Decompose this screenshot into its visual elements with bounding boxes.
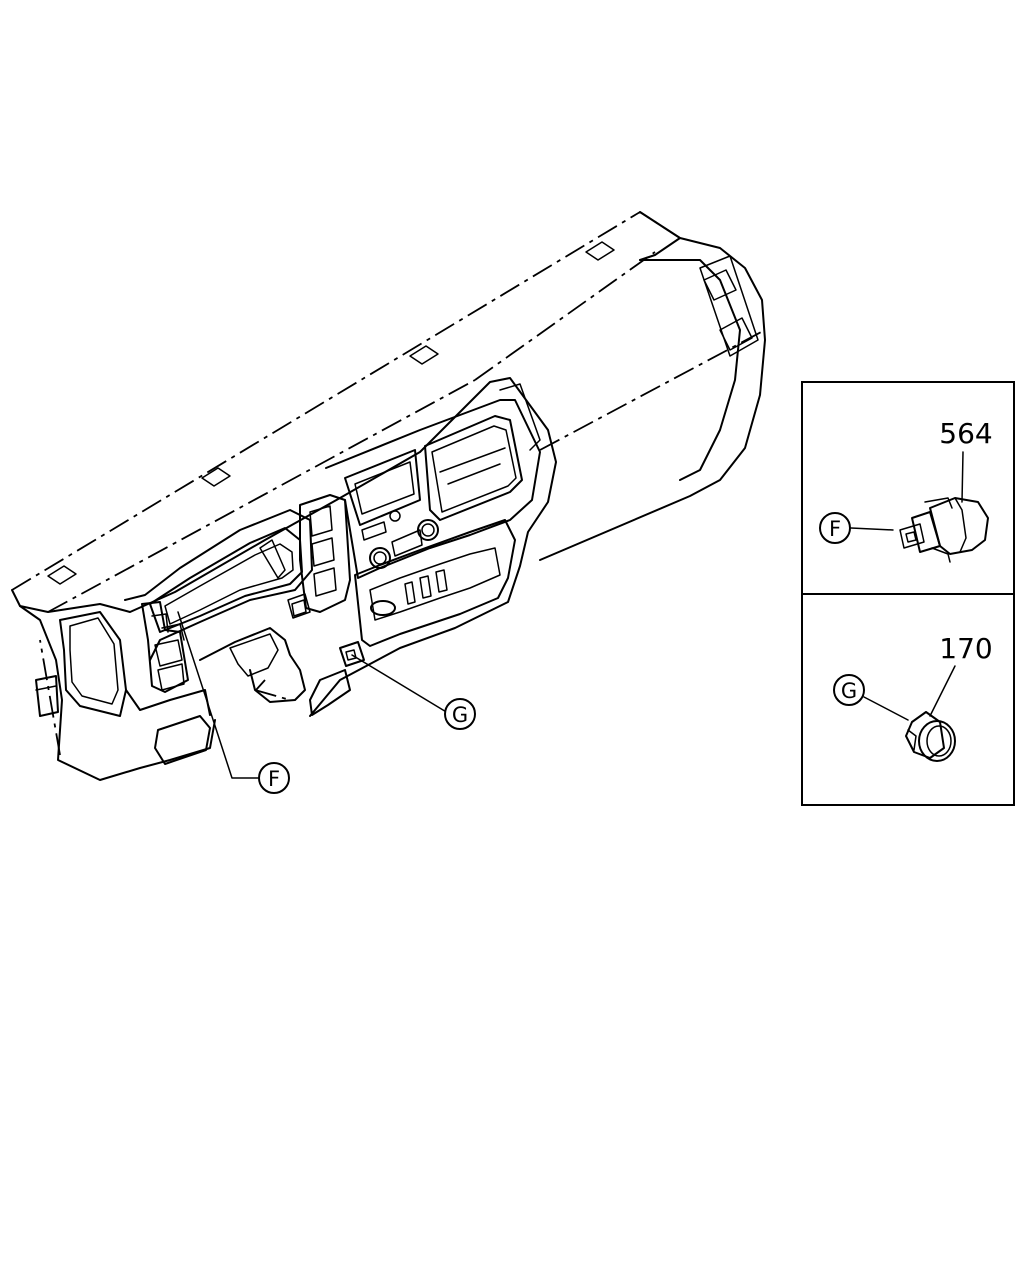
callout-f-main: F (177, 611, 290, 794)
callout-f-main-label: F (268, 767, 280, 791)
callout-g-main: G (351, 654, 476, 730)
part-number-564: 564 (939, 417, 992, 450)
detail-f-switch: 564 F (819, 417, 993, 563)
dashboard-assembly (11, 210, 766, 781)
part-number-170: 170 (939, 632, 992, 665)
detail-g-plug: 170 G (833, 632, 993, 762)
detail-box (801, 381, 1015, 806)
callout-g-detail-label: G (841, 679, 857, 703)
callout-f-detail-label: F (829, 517, 841, 541)
callout-g-main-label: G (452, 703, 468, 727)
